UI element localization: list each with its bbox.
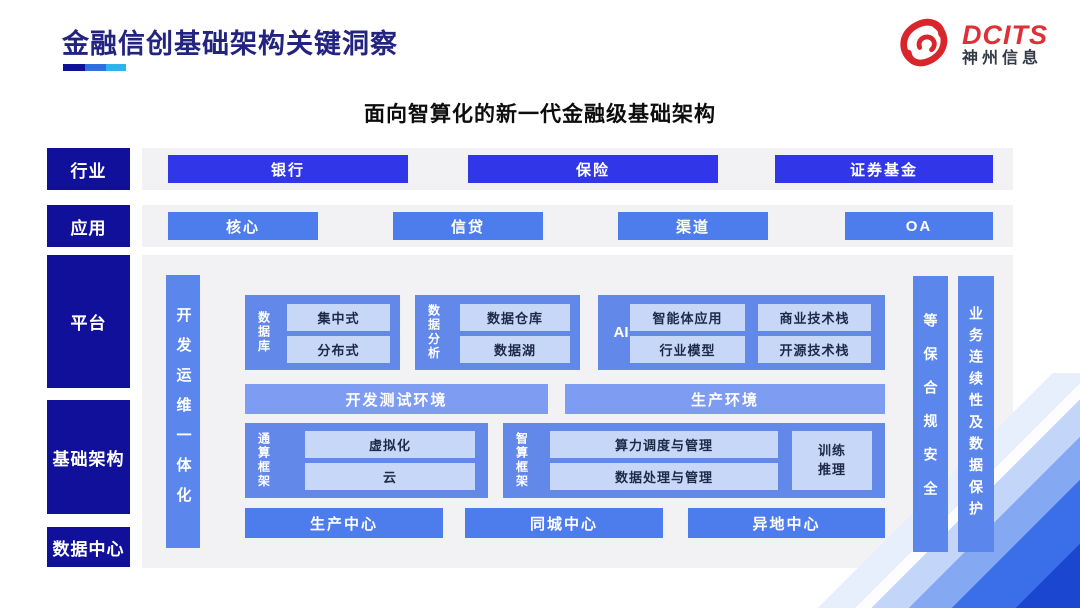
sidebar-item-industry: 行业	[47, 148, 130, 190]
virtualization-box: 虚拟化	[305, 431, 475, 458]
diagram-subtitle: 面向智算化的新一代金融级基础架构	[364, 103, 716, 126]
devops-integration-bar: 开发运维一体化	[166, 275, 200, 548]
app-channel: 渠道	[618, 212, 768, 240]
remote-center-box: 异地中心	[688, 508, 885, 538]
intelligent-compute-block: 智算框架 算力调度与管理 数据处理与管理 训练 推理	[503, 423, 885, 498]
app-core: 核心	[168, 212, 318, 240]
ai-block-label: AI	[613, 324, 629, 341]
production-environment-bar: 生产环境	[565, 384, 885, 414]
intelligent-compute-label: 智算框架	[514, 432, 529, 489]
compute-scheduling-box: 算力调度与管理	[550, 431, 778, 458]
analytics-block: 数据分析 数据仓库 数据湖	[415, 295, 580, 370]
ai-agent-apps: 智能体应用	[630, 304, 745, 331]
page-title: 金融信创基础架构关键洞察	[62, 29, 398, 59]
data-processing-box: 数据处理与管理	[550, 463, 778, 490]
analytics-warehouse: 数据仓库	[460, 304, 570, 331]
sidebar-item-application: 应用	[47, 205, 130, 247]
dcits-swirl-icon	[895, 16, 953, 73]
sidebar-item-infrastructure: 基础架构	[47, 400, 130, 514]
app-credit: 信贷	[393, 212, 543, 240]
analytics-datalake: 数据湖	[460, 336, 570, 363]
industry-insurance: 保险	[468, 155, 718, 183]
training-inference-box: 训练 推理	[792, 431, 872, 490]
same-city-center-box: 同城中心	[465, 508, 663, 538]
database-distributed: 分布式	[287, 336, 390, 363]
general-compute-label: 通算框架	[256, 432, 271, 489]
industry-bank: 银行	[168, 155, 408, 183]
app-oa: OA	[845, 212, 993, 240]
ai-industry-models: 行业模型	[630, 336, 745, 363]
database-block: 数据库 集中式 分布式	[245, 295, 400, 370]
underline-segment-cyan	[106, 64, 126, 71]
platform-panel: 开发运维一体化 数据库 集中式 分布式 数据分析 数据仓库 数据湖 AI 智能体…	[142, 255, 1013, 568]
sidebar-item-platform: 平台	[47, 255, 130, 388]
underline-segment-blue	[85, 64, 106, 71]
cloud-box: 云	[305, 463, 475, 490]
ai-commercial-stack: 商业技术栈	[758, 304, 871, 331]
ai-block: AI 智能体应用 商业技术栈 行业模型 开源技术栈	[598, 295, 885, 370]
database-block-label: 数据库	[256, 311, 271, 354]
logo-brand-text: DCITS	[962, 19, 1048, 50]
company-logo: DCITS 神州信息	[895, 16, 1048, 73]
analytics-block-label: 数据分析	[426, 304, 441, 361]
logo-company-text: 神州信息	[962, 50, 1043, 68]
industry-securities-funds: 证券基金	[775, 155, 993, 183]
general-compute-block: 通算框架 虚拟化 云	[245, 423, 488, 498]
application-row: 核心 信贷 渠道 OA	[142, 205, 1013, 247]
dev-test-environment-bar: 开发测试环境	[245, 384, 548, 414]
database-centralized: 集中式	[287, 304, 390, 331]
underline-segment-navy	[63, 64, 85, 71]
business-continuity-bar: 业务连续性及数据保护	[958, 276, 994, 552]
security-compliance-bar: 等保合规安全	[913, 276, 948, 552]
production-center-box: 生产中心	[245, 508, 443, 538]
ai-opensource-stack: 开源技术栈	[758, 336, 871, 363]
title-underline	[63, 64, 126, 71]
industry-row: 银行 保险 证券基金	[142, 148, 1013, 190]
sidebar-item-datacenter: 数据中心	[47, 527, 130, 567]
